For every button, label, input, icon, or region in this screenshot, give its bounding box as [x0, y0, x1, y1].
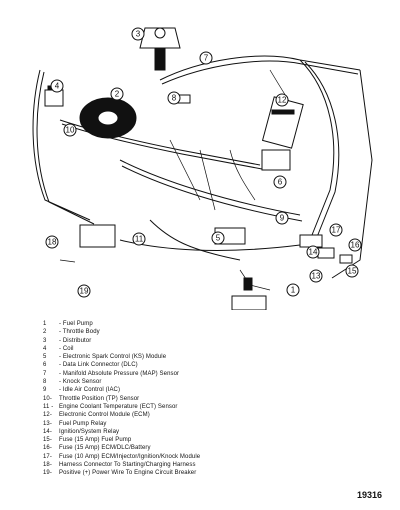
callout-17: 17	[329, 223, 343, 237]
legend-item: 6- Data Link Connector (DLC)	[43, 362, 138, 369]
callout-14: 14	[306, 245, 320, 259]
svg-text:18: 18	[48, 238, 57, 247]
legend-item: 4- Coil	[43, 345, 74, 352]
svg-text:7: 7	[204, 54, 209, 63]
ecm-part	[261, 96, 304, 149]
svg-text:5: 5	[216, 234, 221, 243]
svg-text:13: 13	[312, 272, 321, 281]
legend-item: 11 -Engine Coolant Temperature (ECT) Sen…	[43, 403, 178, 410]
legend-item: 17-Fuse (10 Amp) ECM/Injector/Ignition/K…	[43, 453, 201, 460]
callout-2: 2	[110, 87, 124, 101]
callout-3: 3	[131, 27, 145, 41]
legend-item: 1- Fuel Pump	[43, 321, 93, 327]
callout-15: 15	[345, 264, 359, 278]
legend-item: 9- Idle Air Control (IAC)	[43, 387, 121, 394]
throttle-body-part	[79, 97, 137, 139]
callout-18: 18	[45, 235, 59, 249]
callout-12: 12	[275, 93, 289, 107]
callout-7: 7	[199, 51, 213, 65]
svg-text:11: 11	[135, 235, 144, 244]
svg-text:12: 12	[278, 96, 287, 105]
callout-11: 11	[132, 232, 146, 246]
callout-6: 6	[273, 175, 287, 189]
fuel-pump-part	[231, 277, 267, 310]
svg-text:14: 14	[309, 248, 318, 257]
harness-connector-part	[79, 224, 116, 248]
svg-text:2: 2	[115, 90, 120, 99]
legend-item: 12-Electronic Control Module (ECM)	[43, 412, 150, 419]
dlc-part	[261, 149, 291, 171]
svg-text:9: 9	[280, 214, 285, 223]
callout-9: 9	[275, 211, 289, 225]
legend-item: 14-Ignition/System Relay	[43, 428, 120, 435]
svg-text:3: 3	[136, 30, 141, 39]
legend-item: 7- Manifold Absolute Pressure (MAP) Sens…	[43, 370, 180, 377]
callout-4: 4	[50, 79, 64, 93]
callout-8: 8	[167, 91, 181, 105]
legend-item: 8- Knock Sensor	[43, 379, 102, 386]
legend-item: 3- Distributor	[43, 337, 92, 344]
svg-text:6: 6	[278, 178, 283, 187]
svg-text:19: 19	[80, 287, 89, 296]
legend-item: 19-Positive (+) Power Wire To Engine Cir…	[43, 470, 197, 477]
svg-text:4: 4	[55, 82, 60, 91]
wiring-diagram: 1 2 3 4 5 6 7 8 9 10 11 12 13 14 15 16 1…	[32, 27, 373, 310]
legend-item: 15-Fuse (15 Amp) Fuel Pump	[43, 437, 132, 444]
svg-text:17: 17	[332, 226, 341, 235]
legend-item: 16-Fuse (15 Amp) ECM/DLC/Battery	[43, 445, 151, 452]
distributor-part	[139, 27, 181, 71]
legend-item: 10-Throttle Position (TP) Sensor	[43, 395, 140, 402]
callout-1: 1	[286, 283, 300, 297]
legend-item: 13-Fuel Pump Relay	[43, 420, 107, 427]
parts-legend: 1- Fuel Pump 2- Throttle Body 3- Distrib…	[43, 320, 363, 478]
callout-13: 13	[309, 269, 323, 283]
svg-text:8: 8	[172, 94, 177, 103]
callout-10: 10	[63, 123, 77, 137]
legend-item: 5- Electronic Spark Control (KS) Module	[43, 354, 167, 361]
legend-item: 2- Throttle Body	[43, 329, 100, 336]
svg-text:1: 1	[291, 286, 296, 295]
callout-5: 5	[211, 231, 225, 245]
callout-16: 16	[348, 238, 362, 252]
svg-text:15: 15	[348, 267, 357, 276]
figure-number: 19316	[356, 490, 382, 500]
legend-item: 18-Harness Connector To Starting/Chargin…	[43, 462, 196, 469]
svg-text:10: 10	[66, 126, 75, 135]
callout-19: 19	[77, 284, 91, 298]
svg-text:16: 16	[351, 241, 360, 250]
